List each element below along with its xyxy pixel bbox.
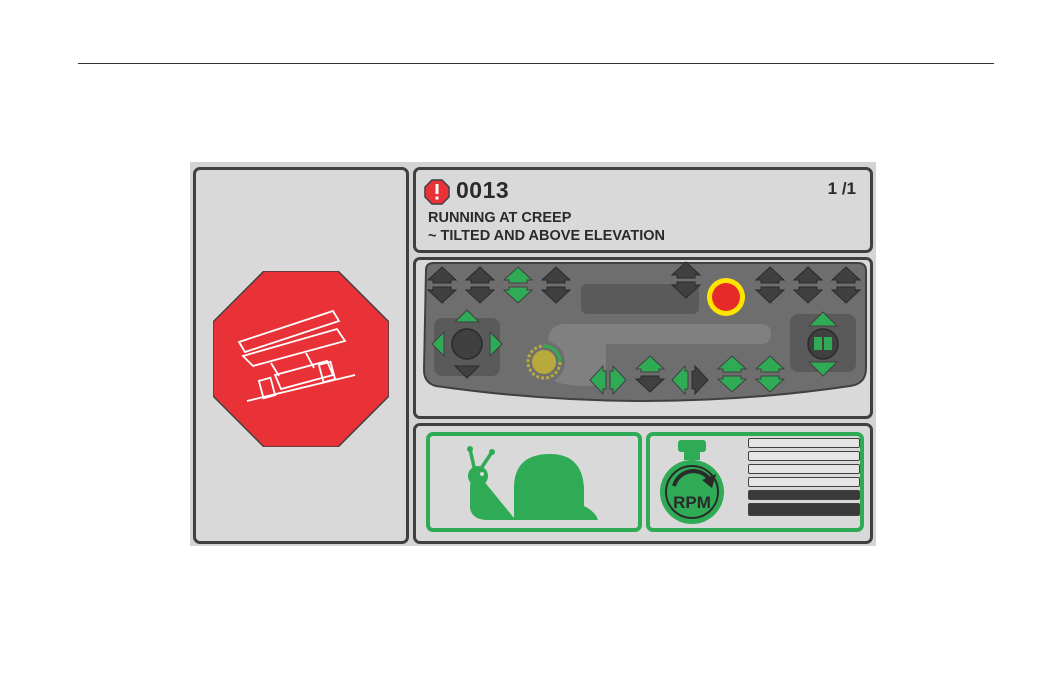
rpm-indicator: RPM <box>646 432 864 532</box>
header-rule <box>78 63 994 64</box>
fault-message-line-1: RUNNING AT CREEP <box>428 210 571 226</box>
fault-alert-icon <box>424 179 450 205</box>
rpm-level-gauge <box>748 438 860 516</box>
rpm-gauge-segment <box>748 451 860 461</box>
display-screen: 0013 1 /1 RUNNING AT CREEP ~ TILTED AND … <box>190 162 876 546</box>
emergency-stop-icon[interactable] <box>707 278 745 316</box>
rpm-gauge-segment <box>748 490 860 500</box>
alarm-panel <box>193 167 409 544</box>
fault-panel: 0013 1 /1 RUNNING AT CREEP ~ TILTED AND … <box>413 167 873 253</box>
control-console-panel <box>413 257 873 419</box>
fault-code: 0013 <box>456 177 509 204</box>
fault-page-indicator: 1 /1 <box>828 179 856 199</box>
creep-indicator <box>426 432 642 532</box>
tilt-alarm-stop-icon <box>213 271 389 447</box>
rpm-gauge-segment <box>748 464 860 474</box>
speed-select-dial[interactable] <box>523 341 565 383</box>
fault-message-line-2: ~ TILTED AND ABOVE ELEVATION <box>428 228 665 244</box>
rpm-gauge-segment <box>748 477 860 487</box>
rpm-gauge-segment <box>748 503 860 516</box>
status-panel: RPM <box>413 423 873 544</box>
rpm-label: RPM <box>673 493 711 512</box>
snail-icon <box>430 436 638 528</box>
rpm-gauge-segment <box>748 438 860 448</box>
engine-rpm-icon: RPM <box>650 436 736 528</box>
